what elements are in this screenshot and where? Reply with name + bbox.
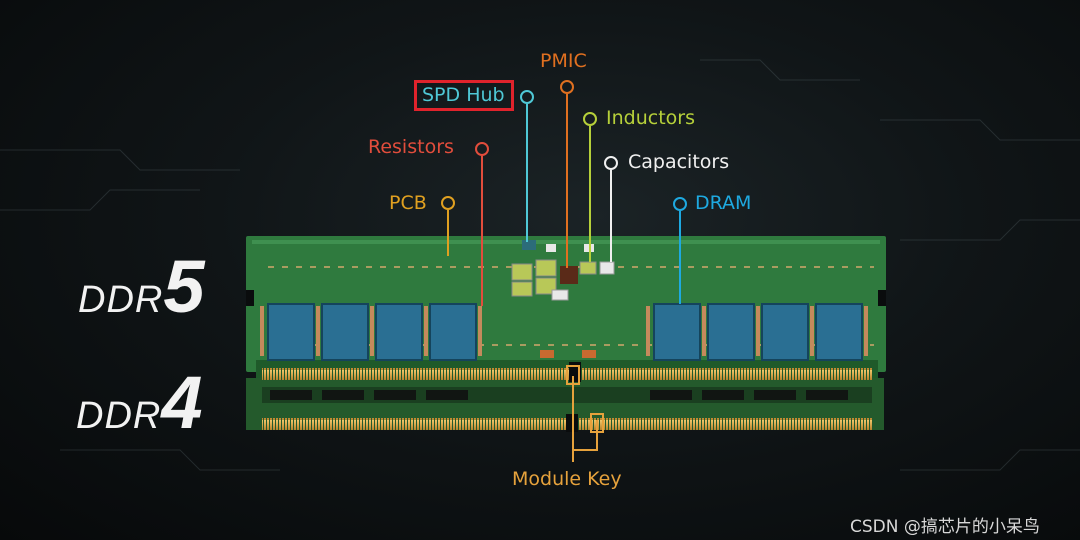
pmic-label: PMIC xyxy=(540,50,587,72)
dram-chips xyxy=(267,303,863,361)
watermark: CSDN @搞芯片的小呆鸟 xyxy=(850,517,1040,537)
ddr4-prefix: DDR xyxy=(76,395,162,437)
power-management-cluster xyxy=(511,240,615,358)
inductor xyxy=(535,259,557,277)
ddr5-module xyxy=(246,236,886,382)
dram-label: DRAM xyxy=(695,192,752,214)
dram-chip xyxy=(815,303,863,361)
capacitor xyxy=(551,289,569,301)
ddr5-key-marker xyxy=(566,365,580,385)
inductors-label: Inductors xyxy=(606,107,695,129)
dram-chip xyxy=(707,303,755,361)
pcb-marker xyxy=(441,196,455,210)
resistors-marker xyxy=(475,142,489,156)
capacitors-marker xyxy=(604,156,618,170)
capacitor xyxy=(599,261,615,275)
resistors-label: Resistors xyxy=(368,136,454,158)
inductor xyxy=(511,281,533,297)
dram-marker xyxy=(673,197,687,211)
dram-chip xyxy=(267,303,315,361)
spd-hub-highlight-box xyxy=(414,80,514,111)
background-circuit-traces xyxy=(0,59,1080,471)
ddr4-module xyxy=(246,378,884,432)
inductors-marker xyxy=(583,112,597,126)
dram-chip xyxy=(429,303,477,361)
dram-chip xyxy=(375,303,423,361)
ddr4-key-marker xyxy=(590,413,604,433)
ddr5-title: DDR5 xyxy=(78,244,204,329)
dram-chip xyxy=(653,303,701,361)
pmic-marker xyxy=(560,80,574,94)
pmic-chip xyxy=(560,266,578,284)
spd-hub-label: SPD Hub xyxy=(422,84,505,106)
inductor xyxy=(535,277,557,295)
ddr4-title: DDR4 xyxy=(76,360,202,445)
ddr5-prefix: DDR xyxy=(78,279,164,321)
pcb-label: PCB xyxy=(389,192,427,214)
dram-chip xyxy=(321,303,369,361)
module-key-leader-line xyxy=(572,376,598,462)
dram-chip xyxy=(761,303,809,361)
module-key-label: Module Key xyxy=(512,468,622,490)
inductor xyxy=(511,263,533,281)
inductor xyxy=(579,261,597,275)
ddr5-number: 5 xyxy=(163,245,205,328)
spd-hub-chip xyxy=(522,240,536,250)
capacitors-label: Capacitors xyxy=(628,151,730,173)
ddr4-number: 4 xyxy=(161,361,203,444)
spd-hub-marker xyxy=(520,90,534,104)
